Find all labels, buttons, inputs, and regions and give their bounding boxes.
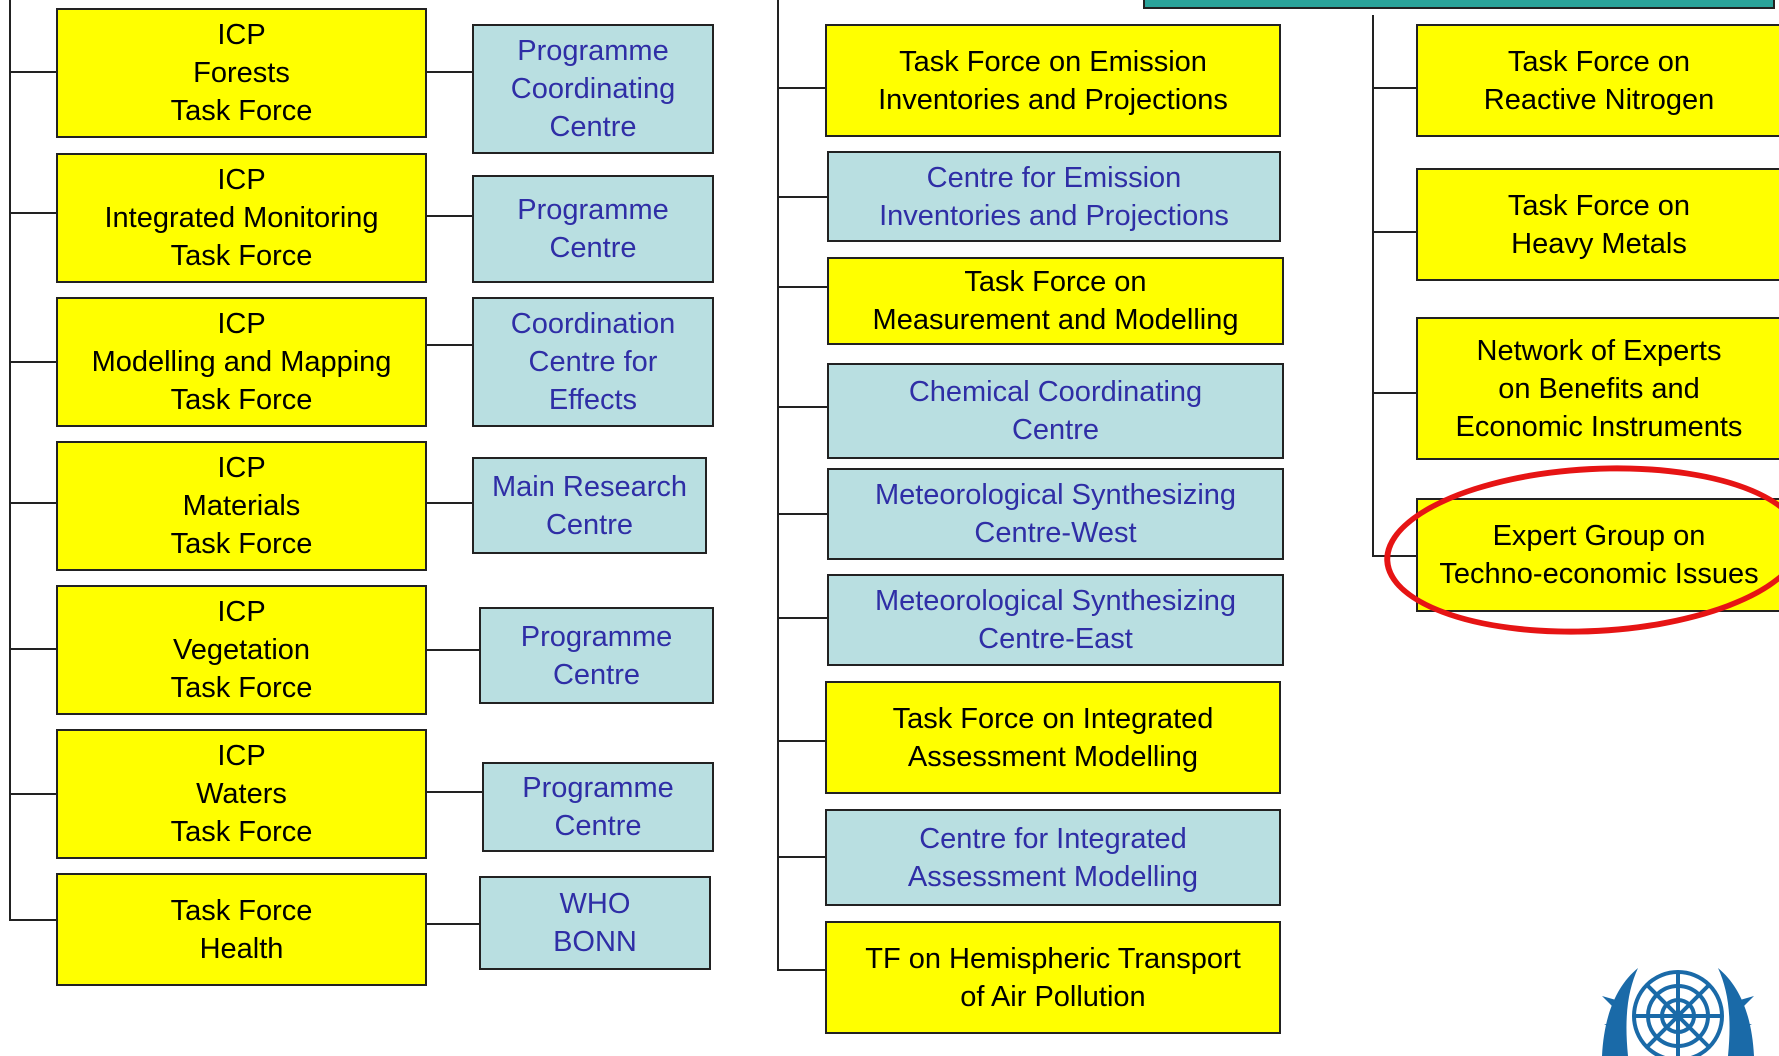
centre-box: Meteorological Synthesizing Centre-West (827, 468, 1284, 560)
task-force-label: ICP Forests Task Force (170, 19, 313, 127)
centre-label: Main Research Centre (491, 470, 688, 541)
task-force-label: ICP Modelling and Mapping Task Force (91, 308, 392, 416)
centre-label: Programme Coordinating Centre (510, 35, 676, 143)
centre-label: Centre for Integrated Assessment Modelli… (907, 822, 1199, 893)
task-force-box: Task Force on Emission Inventories and P… (825, 24, 1281, 137)
task-force-label: ICP Waters Task Force (170, 740, 313, 848)
task-force-label: Task Force on Integrated Assessment Mode… (892, 702, 1214, 773)
col2-branch-line (777, 286, 827, 288)
task-force-label: TF on Hemispheric Transport of Air Pollu… (865, 942, 1241, 1013)
centre-label: Programme Centre (517, 194, 669, 264)
task-force-label: Network of Experts on Benefits and Econo… (1455, 334, 1743, 443)
task-force-box: Network of Experts on Benefits and Econo… (1416, 317, 1779, 460)
tf-centre-connector (425, 215, 473, 217)
centre-box: Programme Coordinating Centre (472, 24, 714, 154)
centre-label: Meteorological Synthesizing Centre-West (874, 479, 1237, 549)
centre-box: Meteorological Synthesizing Centre-East (827, 574, 1284, 666)
col2-branch-line (777, 617, 827, 619)
task-force-label: Task Force on Reactive Nitrogen (1483, 45, 1715, 116)
task-force-box: ICP Materials Task Force (56, 441, 427, 571)
centre-box: Centre for Integrated Assessment Modelli… (825, 809, 1281, 906)
col1-trunk-line (9, 0, 11, 920)
centre-box: WHO BONN (479, 876, 711, 970)
tf-centre-connector (425, 344, 473, 346)
centre-box: Centre for Emission Inventories and Proj… (827, 151, 1281, 242)
col1-branch-line (9, 648, 57, 650)
col3-trunk-line (1372, 15, 1374, 556)
col3-branch-line (1372, 87, 1418, 89)
col1-branch-line (9, 361, 57, 363)
task-force-label: Task Force Health (170, 894, 313, 965)
task-force-box: Task Force on Measurement and Modelling (827, 257, 1284, 345)
task-force-box: ICP Integrated Monitoring Task Force (56, 153, 427, 283)
task-force-label: ICP Vegetation Task Force (170, 596, 313, 704)
centre-box: Programme Centre (479, 607, 714, 704)
tf-centre-connector (425, 649, 480, 651)
highlight-ellipse (1379, 455, 1779, 645)
top-header-bar (1143, 0, 1775, 9)
task-force-box: ICP Vegetation Task Force (56, 585, 427, 715)
col3-branch-line (1372, 392, 1418, 394)
col3-branch-line (1372, 555, 1418, 557)
task-force-label: ICP Integrated Monitoring Task Force (104, 164, 379, 272)
tf-centre-connector (425, 71, 473, 73)
col2-branch-line (777, 87, 827, 89)
centre-label: Chemical Coordinating Centre (908, 376, 1203, 446)
centre-box: Programme Centre (472, 175, 714, 283)
un-emblem-icon (1602, 968, 1754, 1056)
task-force-label: Task Force on Emission Inventories and P… (878, 45, 1228, 116)
col2-branch-line (777, 513, 827, 515)
centre-box: Chemical Coordinating Centre (827, 363, 1284, 459)
tf-centre-connector (425, 502, 473, 504)
task-force-box: ICP Modelling and Mapping Task Force (56, 297, 427, 427)
col2-branch-line (777, 856, 827, 858)
col1-branch-line (9, 919, 57, 921)
task-force-label: Task Force on Measurement and Modelling (872, 266, 1239, 336)
col2-branch-line (777, 969, 827, 971)
task-force-box: Task Force on Integrated Assessment Mode… (825, 681, 1281, 794)
centre-label: WHO BONN (553, 888, 637, 958)
col1-branch-line (9, 212, 57, 214)
centre-label: Coordination Centre for Effects (510, 308, 676, 416)
col2-branch-line (777, 740, 827, 742)
task-force-label: Task Force on Heavy Metals (1507, 189, 1691, 260)
task-force-box: Task Force on Reactive Nitrogen (1416, 24, 1779, 137)
task-force-box: Task Force on Heavy Metals (1416, 168, 1779, 281)
task-force-box: TF on Hemispheric Transport of Air Pollu… (825, 921, 1281, 1034)
expert-group-box: Expert Group on Techno-economic Issues (1416, 498, 1779, 612)
col2-branch-line (777, 196, 827, 198)
col3-branch-line (1372, 231, 1418, 233)
centre-box: Programme Centre (482, 762, 714, 852)
centre-label: Programme Centre (520, 620, 673, 691)
centre-label: Centre for Emission Inventories and Proj… (879, 161, 1229, 232)
col1-branch-line (9, 71, 57, 73)
task-force-label: ICP Materials Task Force (170, 452, 313, 560)
task-force-box: ICP Waters Task Force (56, 729, 427, 859)
centre-box: Coordination Centre for Effects (472, 297, 714, 427)
task-force-box: ICP Forests Task Force (56, 8, 427, 138)
col2-trunk-line (777, 0, 779, 970)
centre-label: Meteorological Synthesizing Centre-East (874, 585, 1237, 655)
tf-centre-connector (425, 791, 483, 793)
centre-label: Programme Centre (522, 772, 674, 842)
col1-branch-line (9, 793, 57, 795)
tf-centre-connector (425, 923, 480, 925)
task-force-box: Task Force Health (56, 873, 427, 986)
centre-box: Main Research Centre (472, 457, 707, 554)
col1-branch-line (9, 502, 57, 504)
col2-branch-line (777, 406, 827, 408)
expert-group-label: Expert Group on Techno-economic Issues (1439, 520, 1759, 590)
